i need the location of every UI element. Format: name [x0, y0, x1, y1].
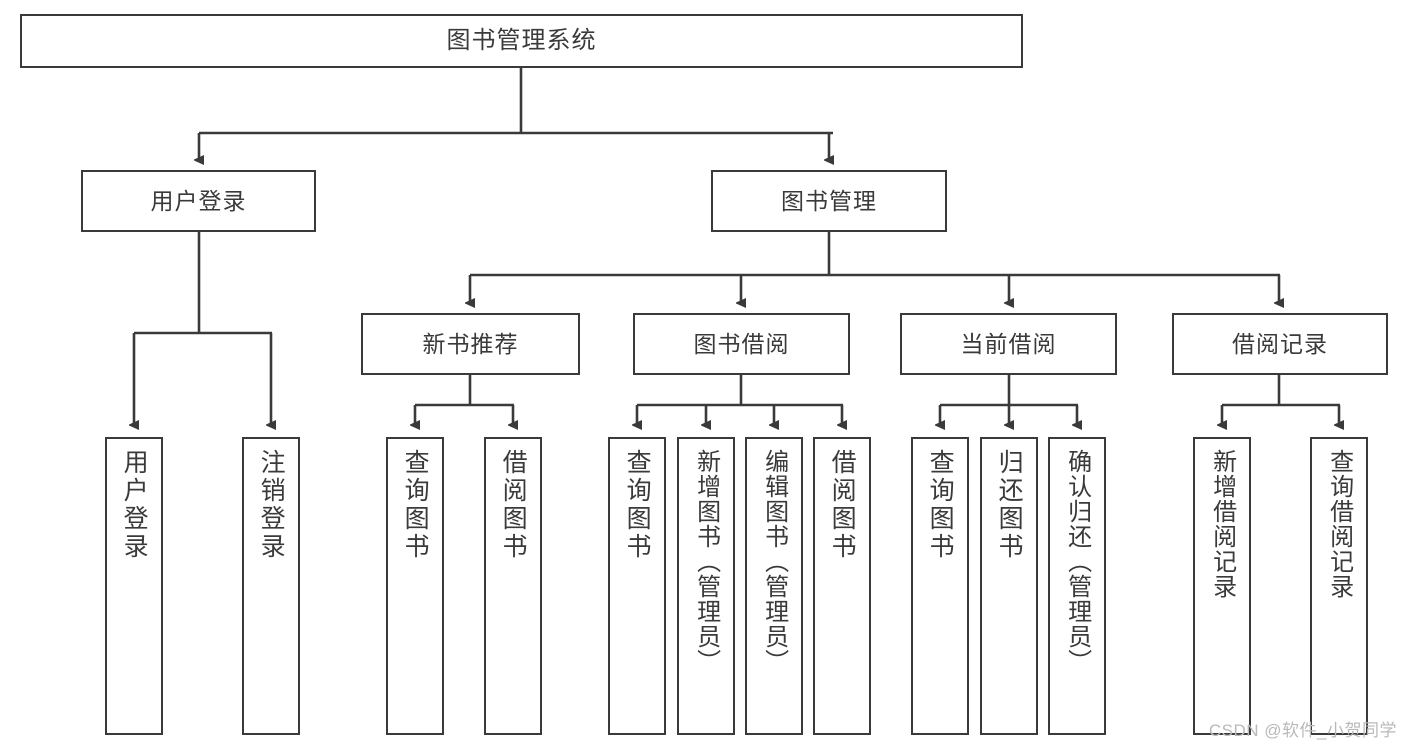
node-new-book-recommend[interactable]: 新书推荐 — [361, 313, 580, 375]
leaf-query-book-borrow[interactable]: 查询图书 — [608, 437, 666, 735]
leaf-label: 借阅图书 — [828, 449, 857, 561]
node-label: 借阅记录 — [1232, 330, 1328, 357]
node-borrow-record[interactable]: 借阅记录 — [1172, 313, 1388, 375]
leaf-logout-login[interactable]: 注销登录 — [242, 437, 300, 735]
leaf-label: 查询图书 — [623, 449, 652, 561]
leaf-add-borrow-record[interactable]: 新增借阅记录 — [1193, 437, 1251, 735]
leaf-query-borrow-record[interactable]: 查询借阅记录 — [1310, 437, 1368, 735]
leaf-label: 归还图书 — [995, 449, 1024, 561]
leaf-borrow-book[interactable]: 借阅图书 — [813, 437, 871, 735]
leaf-label: 确认归还（管理员） — [1063, 449, 1091, 674]
leaf-user-login[interactable]: 用户登录 — [105, 437, 163, 735]
node-label: 用户登录 — [150, 187, 247, 214]
node-label: 图书管理 — [781, 187, 877, 214]
node-label: 图书管理系统 — [446, 27, 597, 55]
leaf-label: 编辑图书（管理员） — [760, 449, 788, 674]
leaf-query-book-recommend[interactable]: 查询图书 — [386, 437, 444, 735]
leaf-query-book-current[interactable]: 查询图书 — [911, 437, 969, 735]
node-book-borrow[interactable]: 图书借阅 — [633, 313, 850, 375]
leaf-label: 注销登录 — [257, 449, 286, 561]
leaf-label: 查询图书 — [401, 449, 430, 561]
leaf-add-book-admin[interactable]: 新增图书（管理员） — [677, 437, 735, 735]
leaf-confirm-return-admin[interactable]: 确认归还（管理员） — [1048, 437, 1106, 735]
leaf-label: 查询借阅记录 — [1325, 449, 1353, 599]
node-label: 新书推荐 — [422, 330, 519, 357]
node-label: 图书借阅 — [693, 330, 790, 357]
leaf-borrow-book-recommend[interactable]: 借阅图书 — [484, 437, 542, 735]
leaf-edit-book-admin[interactable]: 编辑图书（管理员） — [745, 437, 803, 735]
leaf-label: 用户登录 — [120, 449, 149, 561]
node-current-borrow[interactable]: 当前借阅 — [900, 313, 1117, 375]
leaf-label: 查询图书 — [926, 449, 955, 561]
watermark: CSDN @软件_小贺同学 — [1208, 721, 1397, 740]
leaf-label: 借阅图书 — [499, 449, 528, 561]
node-book-management[interactable]: 图书管理 — [711, 170, 947, 232]
leaf-return-book[interactable]: 归还图书 — [980, 437, 1038, 735]
leaf-label: 新增借阅记录 — [1208, 449, 1236, 599]
node-label: 当前借阅 — [960, 330, 1057, 357]
node-user-login[interactable]: 用户登录 — [81, 170, 316, 232]
leaf-label: 新增图书（管理员） — [692, 449, 720, 674]
node-book-management-system[interactable]: 图书管理系统 — [20, 14, 1023, 68]
